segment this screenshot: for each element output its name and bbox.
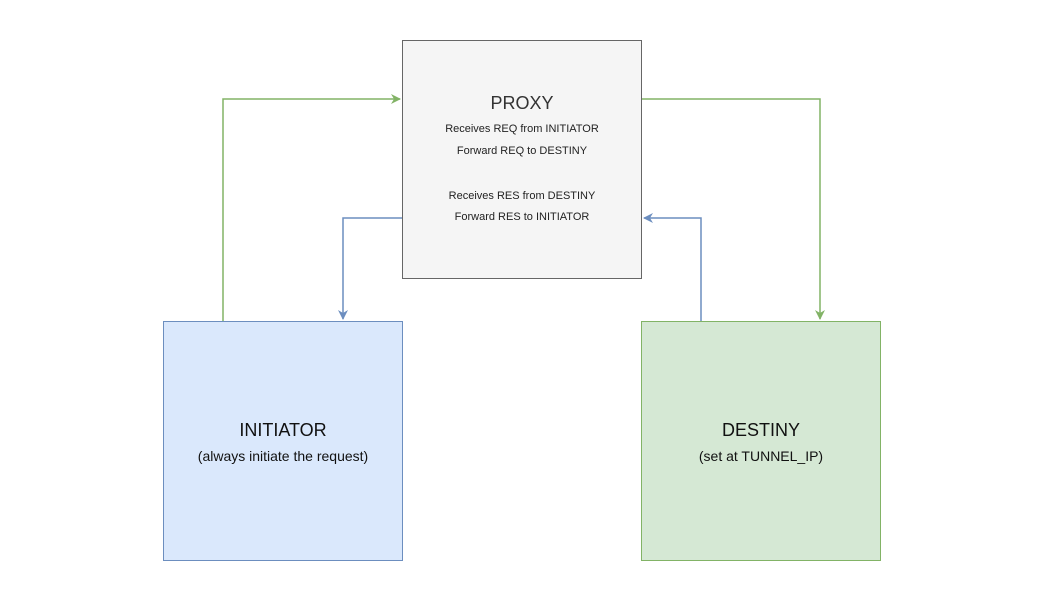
destiny-subtitle: (set at TUNNEL_IP)	[698, 448, 824, 464]
proxy-to-initiator-arrow	[338, 217, 402, 320]
proxy-line-forward-res: Forward RES to INITIATOR	[454, 211, 590, 223]
proxy-line-forward-req: Forward REQ to DESTINY	[456, 145, 588, 157]
destiny-to-proxy-arrow	[643, 213, 702, 321]
initiator-subtitle: (always initiate the request)	[197, 448, 369, 464]
initiator-node: INITIATOR (always initiate the request)	[163, 321, 403, 561]
destiny-title: DESTINY	[721, 420, 800, 440]
proxy-line-receive-req: Receives REQ from INITIATOR	[445, 123, 599, 135]
destiny-node: DESTINY (set at TUNNEL_IP)	[641, 321, 881, 561]
proxy-to-destiny-arrow	[642, 98, 825, 320]
proxy-title: PROXY	[490, 93, 554, 113]
proxy-node: PROXY Receives REQ from INITIATOR Forwar…	[402, 40, 642, 279]
proxy-line-receive-res: Receives RES from DESTINY	[448, 190, 596, 202]
initiator-to-proxy-arrow	[222, 94, 401, 321]
initiator-title: INITIATOR	[239, 420, 327, 440]
